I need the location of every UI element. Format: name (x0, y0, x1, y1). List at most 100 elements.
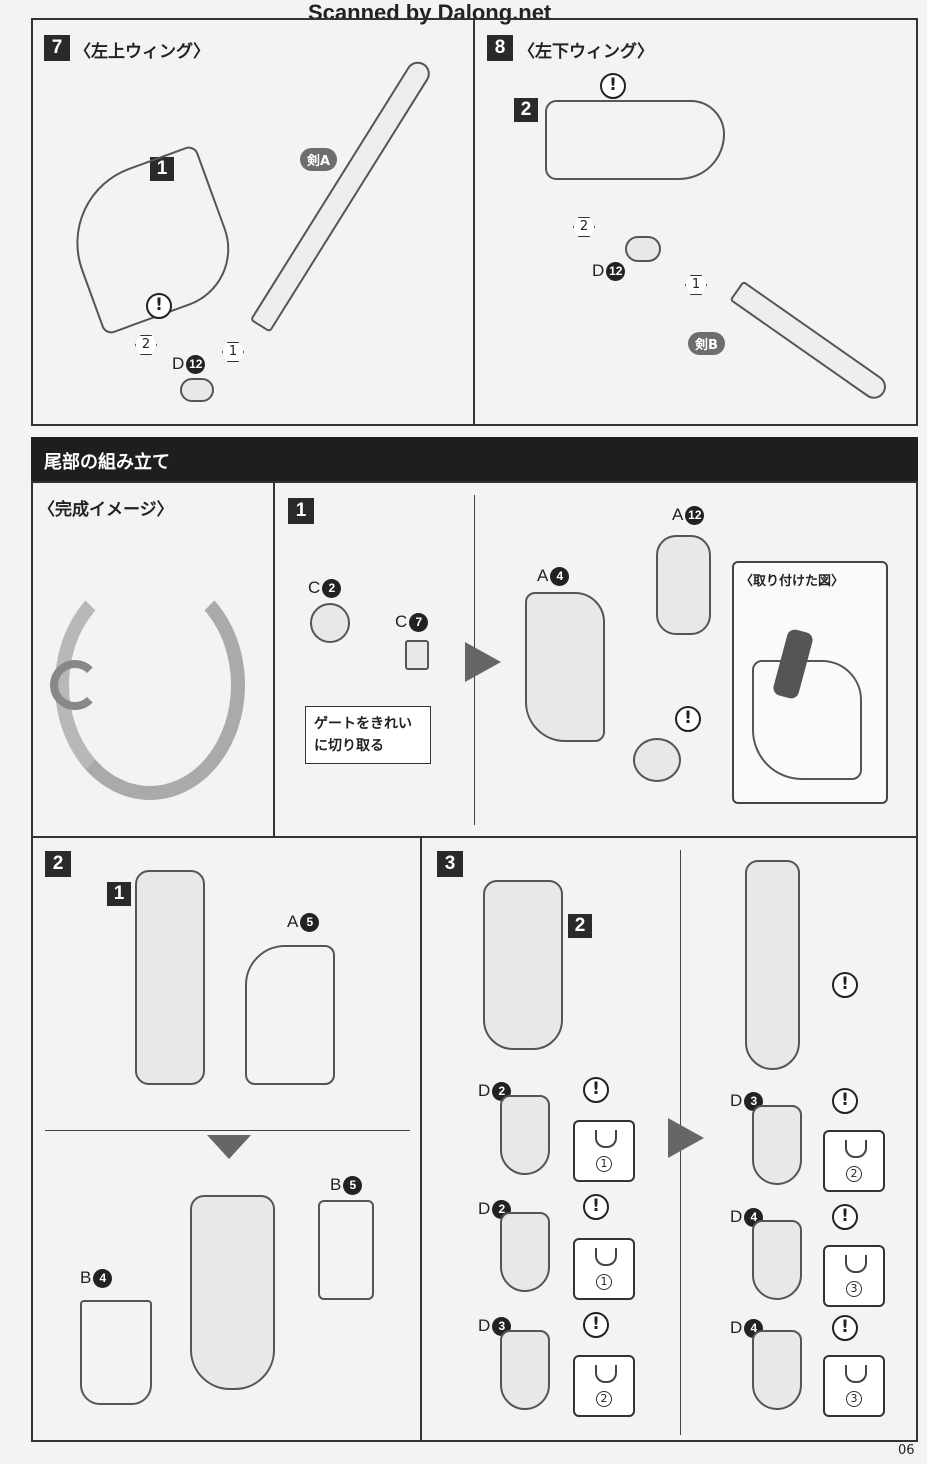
assembled-part (483, 880, 563, 1050)
part-letter: C (395, 612, 408, 631)
tail-segment (500, 1212, 550, 1292)
part-number: 5 (300, 912, 320, 932)
sword-a-label: 剣A (300, 148, 338, 171)
divider (45, 1130, 410, 1131)
part-letter: A (537, 566, 549, 585)
diagram-number: 2 (846, 1166, 862, 1182)
c2-part (310, 603, 350, 643)
a5-part (245, 945, 335, 1085)
warning-icon: ! (600, 73, 626, 99)
step-7-badge: 7 (44, 35, 70, 61)
lower-wing-part (545, 100, 725, 180)
callout-line: ゲートをきれい (314, 716, 412, 732)
part-letter: D (730, 1091, 743, 1110)
diagram-number: 2 (596, 1391, 612, 1407)
finished-image-title: 〈完成イメージ〉 (38, 500, 174, 520)
step-8-title: 〈左下ウィング〉 (518, 42, 654, 62)
tail-segment (752, 1105, 802, 1185)
orientation-diagram: 1 (573, 1238, 635, 1300)
arrow-down-icon (207, 1135, 251, 1159)
tail-step-1-badge: 1 (288, 498, 314, 524)
step-7-title: 〈左上ウィング〉 (74, 42, 210, 62)
b4-part (80, 1300, 152, 1405)
part-letter: D (730, 1207, 743, 1226)
part-number: 12 (685, 505, 705, 525)
warning-icon: ! (675, 706, 701, 732)
orientation-diagram: 3 (823, 1355, 885, 1417)
sub-step-badge: 2 (568, 914, 592, 938)
warning-icon: ! (832, 1088, 858, 1114)
tail-tip-image (50, 660, 100, 710)
part-number: 12 (186, 354, 206, 374)
panel-divider (473, 18, 475, 426)
order-1-icon: 1 (685, 275, 707, 295)
tail-step-3-badge: 3 (437, 851, 463, 877)
orientation-diagram: 3 (823, 1245, 885, 1307)
watermark: Scanned by Dalong.net (308, 0, 552, 25)
page-number: 06 (898, 1443, 915, 1458)
a4-part (525, 592, 605, 742)
joint-part (625, 236, 661, 262)
arrow-right-icon (668, 1118, 704, 1158)
part-letter: D (478, 1081, 491, 1100)
divider (420, 836, 422, 1442)
tail-segment (500, 1095, 550, 1175)
warning-icon: ! (583, 1194, 609, 1220)
warning-icon: ! (832, 1204, 858, 1230)
part-number: 12 (606, 261, 626, 281)
part-letter: D (730, 1318, 743, 1337)
part-letter: B (80, 1268, 92, 1287)
sub-step-badge: 1 (107, 882, 131, 906)
orientation-diagram: 1 (573, 1120, 635, 1182)
part-number: 4 (550, 566, 570, 586)
part-letter: D (172, 354, 185, 373)
c-part-attached (633, 738, 681, 782)
warning-icon: ! (583, 1312, 609, 1338)
part-letter: C (308, 578, 321, 597)
part-letter: D (478, 1199, 491, 1218)
arrow-right-icon (465, 642, 501, 682)
orientation-diagram: 2 (573, 1355, 635, 1417)
part-letter: A (287, 912, 299, 931)
c7-part (405, 640, 429, 670)
part-number: 2 (322, 578, 342, 598)
diagram-number: 3 (846, 1281, 862, 1297)
order-2-icon: 2 (573, 217, 595, 237)
part-number: 7 (409, 612, 429, 632)
callout-line: に切り取る (314, 738, 384, 754)
diagram-number: 1 (596, 1274, 612, 1290)
assembled-part (190, 1195, 275, 1390)
section-header (31, 437, 918, 481)
tail-row-2 (31, 836, 918, 1442)
section-title: 尾部の組み立て (44, 452, 170, 473)
assembled-part (135, 870, 205, 1085)
order-1-icon: 1 (222, 342, 244, 362)
inset-body-part (752, 660, 862, 780)
tail-segment (500, 1330, 550, 1410)
part-letter: B (330, 1175, 342, 1194)
diagram-number: 3 (846, 1391, 862, 1407)
tail-segment (752, 1330, 802, 1410)
sub-step-badge: 1 (150, 157, 174, 181)
warning-icon: ! (832, 972, 858, 998)
gate-callout: ゲートをきれいに切り取る (305, 706, 431, 764)
divider (273, 481, 275, 838)
tail-segment (752, 1220, 802, 1300)
diagram-number: 1 (596, 1156, 612, 1172)
tail-step-2-badge: 2 (45, 851, 71, 877)
a12-part (656, 535, 711, 635)
sword-b-label: 剣B (688, 332, 725, 355)
part-number: 4 (93, 1268, 113, 1288)
part-number: 5 (343, 1175, 363, 1195)
sub-step-badge: 2 (514, 98, 538, 122)
order-2-icon: 2 (135, 335, 157, 355)
